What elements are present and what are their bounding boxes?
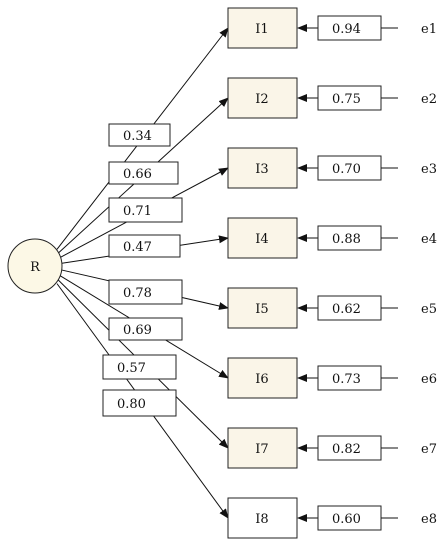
error-value: 0.62 [332,302,361,317]
loading-box [108,197,183,223]
error-value: 0.70 [332,162,361,177]
error-value-box [317,505,382,531]
loading-box [108,123,171,147]
indicator-box [227,77,298,119]
indicator-box [227,357,298,399]
error-term-label: e7 [421,442,437,457]
loading-value: 0.66 [123,167,152,182]
error-term-label: e3 [421,162,437,177]
error-value-box [317,365,382,391]
error-term-label: e6 [421,372,437,387]
error-value: 0.75 [332,92,361,107]
indicator-label: I8 [255,512,268,527]
error-term-label: e5 [421,302,437,317]
indicator-label: I2 [255,92,268,107]
error-value-box [317,225,382,251]
loading-value: 0.80 [117,397,146,412]
loading-value: 0.78 [123,286,152,301]
loading-value: 0.47 [123,240,152,255]
indicator-box [227,147,298,189]
loading-value: 0.34 [123,129,152,144]
loading-value: 0.69 [123,323,152,338]
error-value: 0.82 [332,442,361,457]
latent-label: R [30,260,41,275]
error-value: 0.73 [332,372,361,387]
error-term-label: e4 [421,232,437,247]
indicator-label: I6 [255,372,268,387]
latent-node-r [7,238,63,294]
loading-value: 0.57 [117,361,146,376]
error-value: 0.94 [332,22,361,37]
error-value-box [317,155,382,181]
indicator-label: I5 [255,302,268,317]
error-value: 0.88 [332,232,361,247]
indicator-label: I7 [255,442,268,457]
indicator-label: I1 [255,22,268,37]
indicator-box [227,427,298,469]
loading-value: 0.71 [123,204,152,219]
error-term-label: e1 [421,22,437,37]
loading-box [108,317,183,341]
loading-box [108,279,183,305]
indicator-box [227,287,298,329]
indicator-label: I4 [255,232,268,247]
indicator-box [227,497,298,539]
error-term-label: e2 [421,92,437,107]
loading-box [108,234,181,258]
error-value: 0.60 [332,512,361,527]
indicator-label: I3 [255,162,268,177]
error-term-label: e8 [421,512,437,527]
indicator-box [227,217,298,259]
loading-box [108,161,179,185]
loading-box [102,354,177,380]
error-value-box [317,295,382,321]
loading-box [102,389,177,417]
